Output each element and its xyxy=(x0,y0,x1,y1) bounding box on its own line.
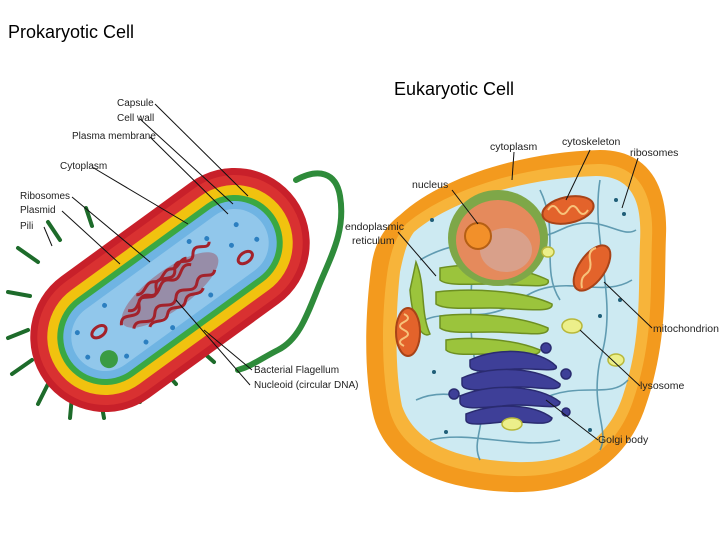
granule xyxy=(99,350,118,369)
label-ribosomes: Ribosomes xyxy=(20,191,70,202)
label-lysosome: lysosome xyxy=(640,380,685,392)
cytoplasm-inner xyxy=(71,208,269,372)
label-plasmid: Plasmid xyxy=(20,205,56,216)
label-golgi-body: Golgi body xyxy=(598,434,649,446)
label-cytoplasm: Cytoplasm xyxy=(60,161,107,172)
label-nucleus: nucleus xyxy=(412,179,448,191)
label-euk-ribosomes: ribosomes xyxy=(630,147,678,159)
label-cytoskeleton: cytoskeleton xyxy=(562,136,621,148)
label-cell-wall: Cell wall xyxy=(117,113,154,124)
plasmid xyxy=(90,324,108,340)
prokaryotic-cell-title: Prokaryotic Cell xyxy=(8,22,135,42)
eukaryotic-cell-title: Eukaryotic Cell xyxy=(394,79,515,99)
nucleus xyxy=(448,190,548,286)
nucleoid-dna xyxy=(119,241,217,330)
lysosomes xyxy=(501,246,625,431)
eukaryote-leader-lines xyxy=(397,149,653,441)
nucleolus xyxy=(464,222,492,250)
eukaryote-ribosomes xyxy=(430,198,626,434)
nucleoid-core xyxy=(121,252,219,328)
label-euk-cytoplasm: cytoplasm xyxy=(490,141,538,153)
label-nucleoid: Nucleoid (circular DNA) xyxy=(254,380,358,391)
label-mitochondrion: mitochondrion xyxy=(653,323,719,335)
plasmid xyxy=(236,249,254,266)
label-capsule: Capsule xyxy=(117,98,154,109)
label-er-line1: endoplasmic xyxy=(345,221,404,233)
label-plasma-membrane: Plasma membrane xyxy=(72,131,156,142)
ribosomes xyxy=(74,222,260,360)
label-bacterial-flagellum: Bacterial Flagellum xyxy=(254,365,339,376)
bacterial-flagellum xyxy=(235,170,345,373)
eukaryotic-cell-illustration: cytoplasm cytoskeleton ribosomes nucleus… xyxy=(345,136,719,493)
mitochondria xyxy=(395,195,612,357)
prokaryotic-cell-illustration: Capsule Cell wall Plasma membrane Cytopl… xyxy=(6,98,358,420)
label-pili: Pili xyxy=(20,221,33,232)
golgi-body xyxy=(448,342,572,425)
prokaryote-leader-lines xyxy=(43,103,253,386)
label-er-line2: reticulum xyxy=(352,235,395,247)
